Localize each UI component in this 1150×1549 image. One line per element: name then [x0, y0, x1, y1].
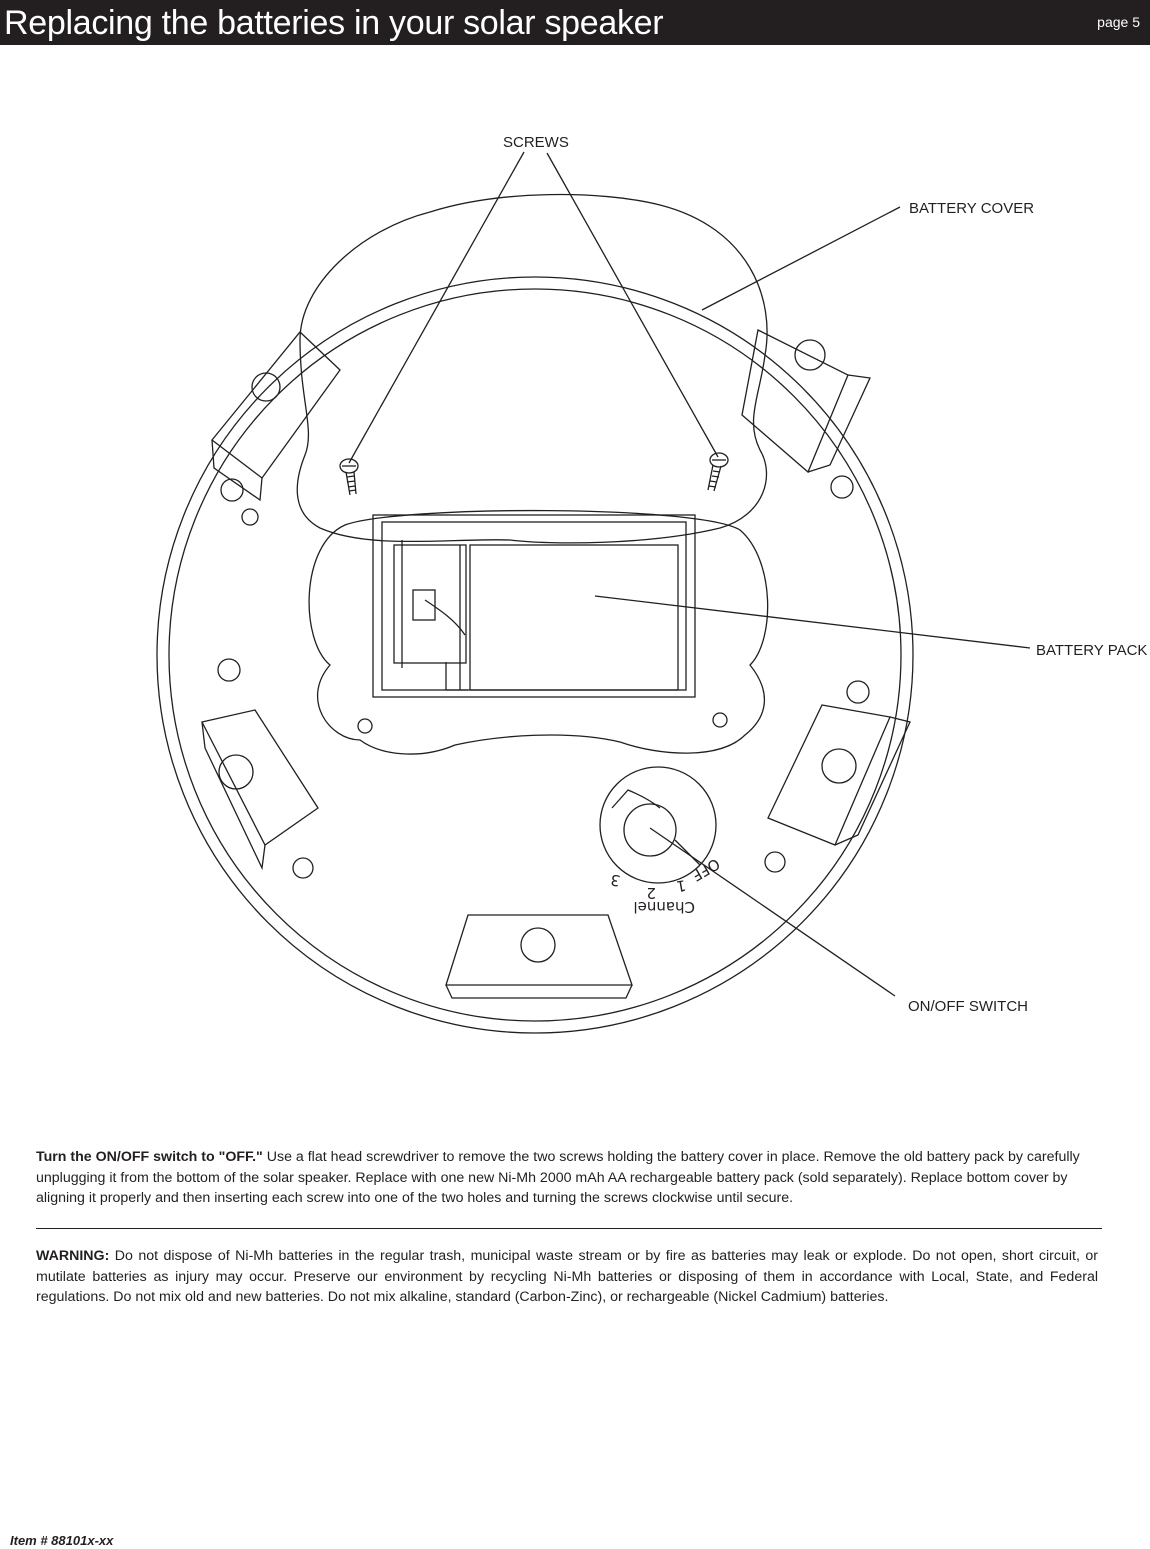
mounting-tab-lower-left: [201, 709, 319, 871]
mounting-tab-upper-right: [741, 329, 871, 474]
leader-battery-pack: [594, 595, 1031, 649]
label-battery-cover: BATTERY COVER: [909, 200, 1034, 217]
mounting-tab-bottom: [445, 914, 633, 999]
speaker-inner-rim: [168, 288, 902, 1022]
dial-2-label: 2: [646, 884, 656, 902]
leader-on-off-switch: [649, 827, 896, 997]
screw-left: [339, 458, 359, 496]
leader-screw-right: [546, 152, 719, 458]
header-bar: Replacing the batteries in your solar sp…: [0, 0, 1150, 45]
leader-screw-left: [348, 151, 525, 464]
screw-right: [707, 452, 729, 492]
battery-compartment-plate: [308, 509, 769, 755]
channel-switch-dial: [599, 766, 717, 884]
dial-1-label: 1: [675, 876, 688, 895]
speaker-bottom-diagram: Channel OFF 1 2 3 SCREWS BATTERY COVER B…: [156, 134, 1147, 1034]
item-number: Item # 88101x-xx: [10, 1533, 114, 1548]
label-screws: SCREWS: [503, 134, 569, 151]
label-battery-pack: BATTERY PACK: [1036, 642, 1147, 659]
battery-pack-compartment: [372, 514, 696, 698]
mounting-tab-lower-right: [767, 704, 911, 846]
label-on-off-switch: ON/OFF SWITCH: [908, 998, 1028, 1015]
mounting-tab-upper-left: [211, 331, 341, 502]
instructions-body: Use a flat head screwdriver to remove th…: [36, 1149, 1080, 1206]
leader-battery-cover: [701, 206, 901, 311]
instructions-paragraph: Turn the ON/OFF switch to "OFF." Use a f…: [36, 1147, 1100, 1209]
warning-lead: WARNING:: [36, 1248, 110, 1264]
small-holes: [217, 475, 870, 879]
speaker-outer-rim: [156, 276, 914, 1034]
dial-3-label: 3: [609, 870, 622, 889]
instructions-lead: Turn the ON/OFF switch to "OFF.": [36, 1149, 263, 1165]
leader-lines: [348, 151, 1031, 997]
warning-body: Do not dispose of Ni-Mh batteries in the…: [36, 1248, 1098, 1305]
warning-paragraph: WARNING: Do not dispose of Ni-Mh batteri…: [36, 1246, 1098, 1308]
battery-cover: [296, 193, 768, 544]
dial-channel-label: Channel: [633, 898, 695, 916]
page-number: page 5: [1097, 14, 1140, 30]
dial-markings: Channel OFF 1 2 3: [609, 855, 723, 916]
section-divider: [36, 1228, 1102, 1229]
page-title: Replacing the batteries in your solar sp…: [4, 4, 664, 42]
